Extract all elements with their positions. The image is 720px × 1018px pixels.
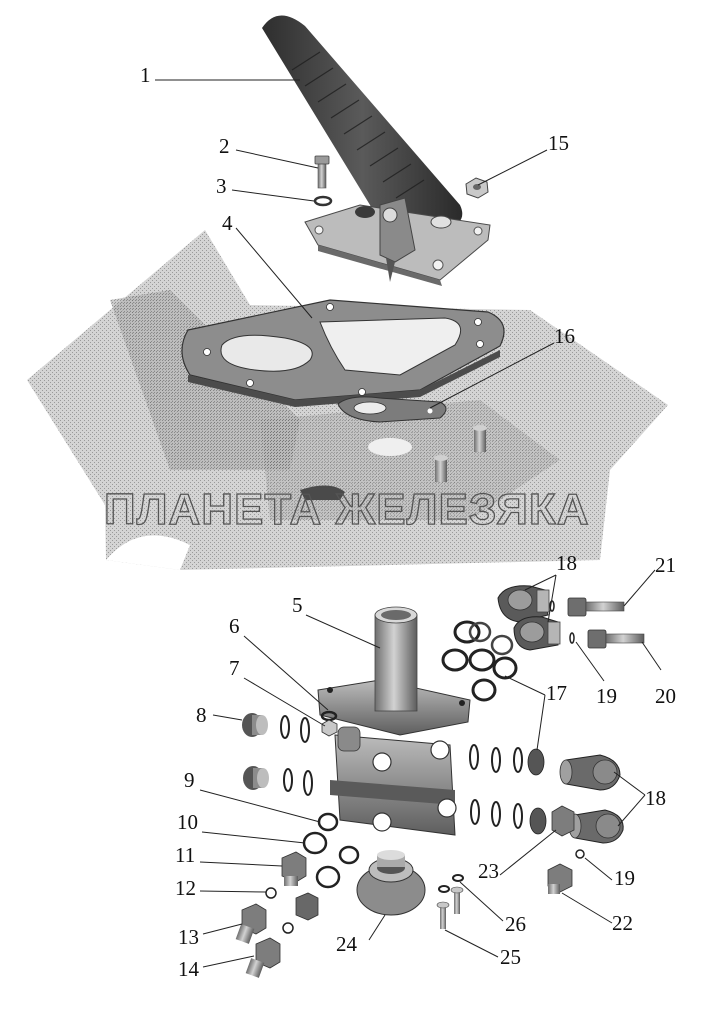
ring-12 (265, 887, 277, 899)
callout-2: 2 (219, 134, 230, 158)
pedal-bracket (304, 197, 491, 286)
pedal-stop-nut (430, 215, 452, 229)
callout-10: 10 (177, 810, 198, 834)
pedal-gasket (181, 299, 505, 407)
small-parts-left (282, 892, 319, 934)
callout-23: 23 (478, 859, 499, 883)
o-rings-right (469, 744, 523, 829)
callout-26: 26 (505, 912, 526, 936)
nut-rings-upper (468, 621, 514, 656)
bolts-25 (436, 886, 464, 929)
plug-left-2 (243, 766, 269, 790)
valve-gasket (337, 396, 447, 423)
bolt-21 (567, 597, 625, 617)
callout-14: 14 (178, 957, 200, 981)
floor-mount-bolts (300, 425, 487, 500)
callout-8: 8 (196, 703, 207, 727)
callout-18-upper: 18 (556, 551, 577, 575)
callout-9: 9 (184, 768, 195, 792)
callout-11: 11 (175, 843, 195, 867)
callout-18-lower: 18 (645, 786, 666, 810)
callout-16: 16 (554, 324, 575, 348)
fitting-14 (245, 937, 281, 978)
nuts-right (527, 748, 547, 835)
callout-15: 15 (548, 131, 569, 155)
callout-17: 17 (546, 681, 567, 705)
callout-labels: 1 2 3 4 5 6 7 8 9 10 11 12 13 14 15 16 1… (140, 63, 676, 981)
callout-25: 25 (500, 945, 521, 969)
bolt-20 (587, 629, 645, 649)
callout-1: 1 (140, 63, 151, 87)
washer-3 (313, 195, 333, 207)
leader-lines (155, 79, 662, 968)
callout-24: 24 (336, 932, 358, 956)
brake-pedal (262, 15, 463, 233)
callout-22: 22 (612, 911, 633, 935)
callout-21: 21 (655, 553, 676, 577)
watermark-text: ПЛАНЕТА ЖЕЛЕЗЯКА (104, 485, 590, 534)
fitting-11 (281, 851, 307, 886)
callout-19-lower: 19 (614, 866, 635, 890)
callout-13: 13 (178, 925, 199, 949)
callout-4: 4 (222, 211, 233, 235)
callout-5: 5 (292, 593, 303, 617)
callout-19-upper: 19 (596, 684, 617, 708)
washers-26 (438, 874, 464, 893)
sealing-rings-17 (441, 620, 518, 702)
bolt-2 (314, 155, 330, 189)
sealing-rings-9-10 (302, 812, 360, 889)
nut-7 (321, 719, 338, 737)
callout-12: 12 (175, 876, 196, 900)
brake-valve-body (317, 606, 471, 836)
o-rings-left (280, 715, 313, 796)
rings-19-lower (575, 849, 585, 859)
callout-7: 7 (229, 656, 240, 680)
elbow-fittings-18-upper (497, 585, 561, 651)
fitting-23 (551, 805, 575, 837)
fitting-22 (547, 863, 573, 894)
nut-15 (465, 177, 489, 199)
callout-3: 3 (216, 174, 227, 198)
fitting-13 (235, 903, 267, 944)
protective-boot (356, 850, 426, 916)
callout-20: 20 (655, 684, 676, 708)
plug-8 (242, 713, 268, 737)
callout-6: 6 (229, 614, 240, 638)
